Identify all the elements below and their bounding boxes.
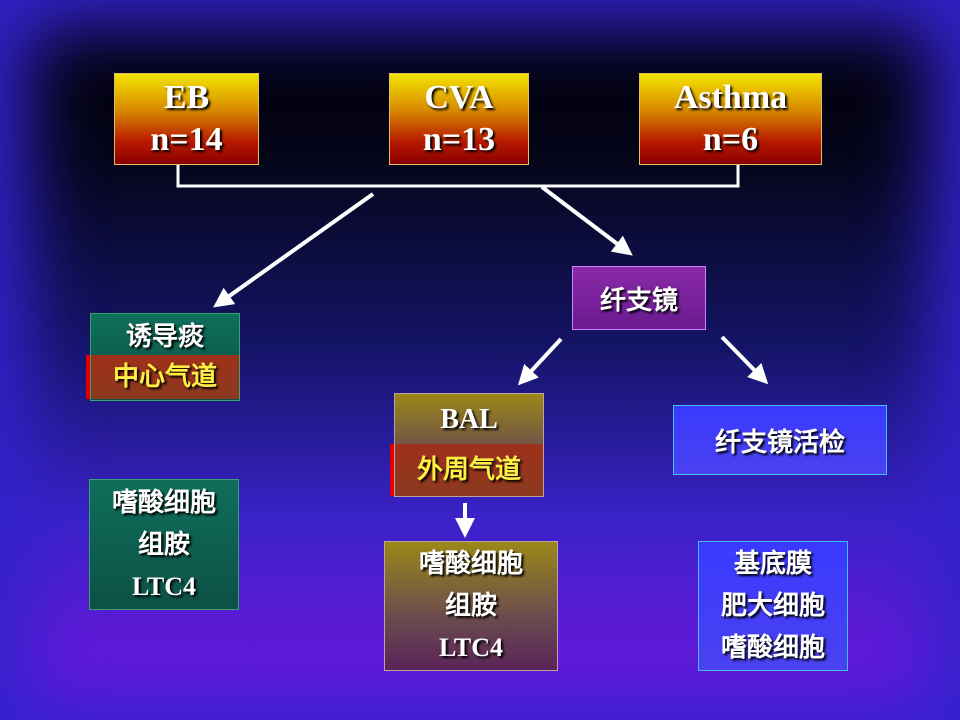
finding-mast-cells: 肥大细胞 — [720, 591, 825, 621]
biopsy-findings-box: 基底膜 肥大细胞 嗜酸细胞 — [698, 541, 848, 671]
bal-findings-box: 嗜酸细胞 组胺 LTC4 — [384, 541, 558, 671]
finding-eosinophils: 嗜酸细胞 — [720, 633, 825, 663]
arrow-to-biopsy — [720, 335, 769, 385]
group-bracket — [176, 165, 740, 188]
group-name: Asthma — [673, 79, 788, 116]
bal-label: BAL — [440, 404, 498, 435]
induced-sputum-label: 诱导痰 — [125, 322, 204, 352]
bracket-connector — [176, 165, 740, 188]
finding-ltc4: LTC4 — [131, 571, 197, 601]
group-count: n=13 — [422, 121, 496, 158]
finding-ltc4: LTC4 — [438, 633, 504, 662]
finding-histamine: 组胺 — [444, 591, 497, 621]
group-box-cva: CVA n=13 — [389, 73, 529, 165]
group-name: EB — [163, 79, 210, 116]
group-count: n=6 — [702, 121, 759, 158]
bronchoscopy-box: 纤支镜 — [572, 266, 706, 330]
group-name: CVA — [424, 79, 494, 116]
group-count: n=14 — [150, 121, 223, 158]
induced-sputum-box: 诱导痰 中心气道 — [86, 313, 240, 401]
finding-eosinophils: 嗜酸细胞 — [111, 487, 216, 518]
arrow-to-bronchoscopy — [540, 185, 633, 256]
finding-histamine: 组胺 — [137, 529, 190, 560]
group-box-asthma: Asthma n=6 — [639, 73, 822, 165]
central-airway-label: 中心气道 — [86, 355, 239, 399]
finding-eosinophils: 嗜酸细胞 — [418, 549, 523, 579]
arrow-to-induced-sputum — [213, 192, 375, 308]
bronchoscopy-label: 纤支镜 — [599, 285, 678, 316]
biopsy-box: 纤支镜活检 — [673, 405, 887, 475]
group-box-eb: EB n=14 — [114, 73, 259, 165]
finding-basement-membrane: 基底膜 — [733, 549, 812, 579]
arrow-to-bal — [517, 337, 563, 386]
peripheral-airway-label: 外周气道 — [390, 444, 543, 496]
bal-box: BAL 外周气道 — [390, 393, 544, 497]
sputum-findings-box: 嗜酸细胞 组胺 LTC4 — [89, 479, 239, 610]
biopsy-label: 纤支镜活检 — [714, 427, 845, 458]
